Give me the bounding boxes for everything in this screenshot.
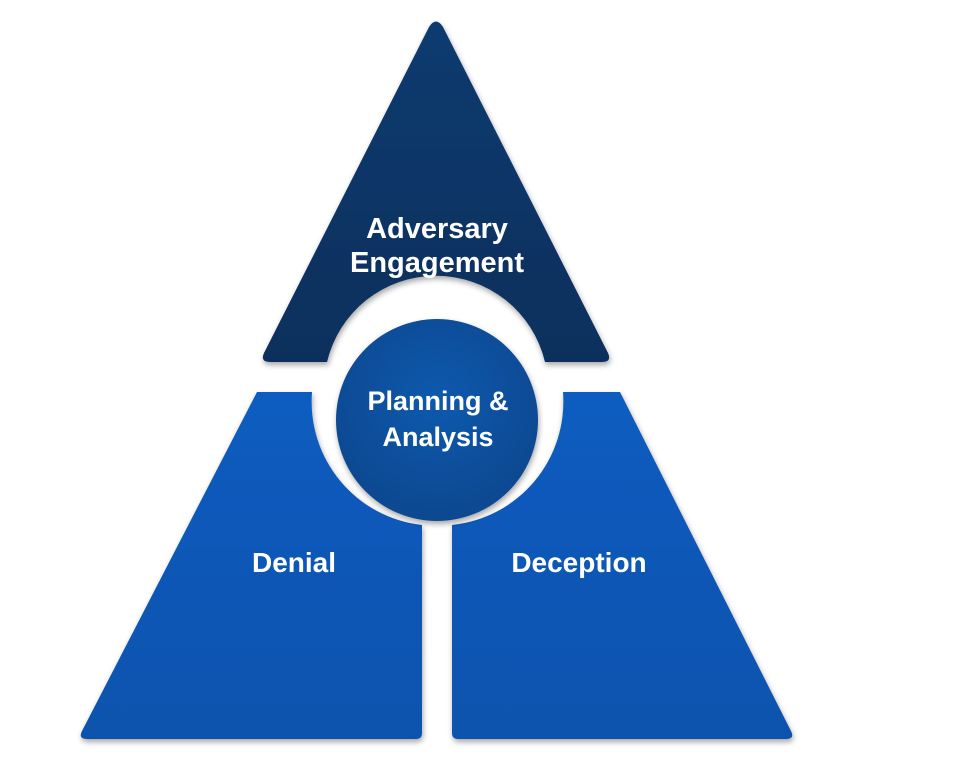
planning-analysis-label-line1: Planning & <box>368 386 509 416</box>
planning-analysis-circle <box>336 319 538 521</box>
deception-label: Deception <box>511 547 646 578</box>
deception-segment <box>452 392 793 739</box>
denial-segment <box>80 392 423 739</box>
adversary-engagement-label-line1: Adversary <box>366 213 508 245</box>
planning-analysis-label-line2: Analysis <box>382 422 493 452</box>
denial-label: Denial <box>252 547 336 578</box>
adversary-engagement-label-line2: Engagement <box>350 247 524 279</box>
adversary-engagement-segment <box>262 21 610 362</box>
